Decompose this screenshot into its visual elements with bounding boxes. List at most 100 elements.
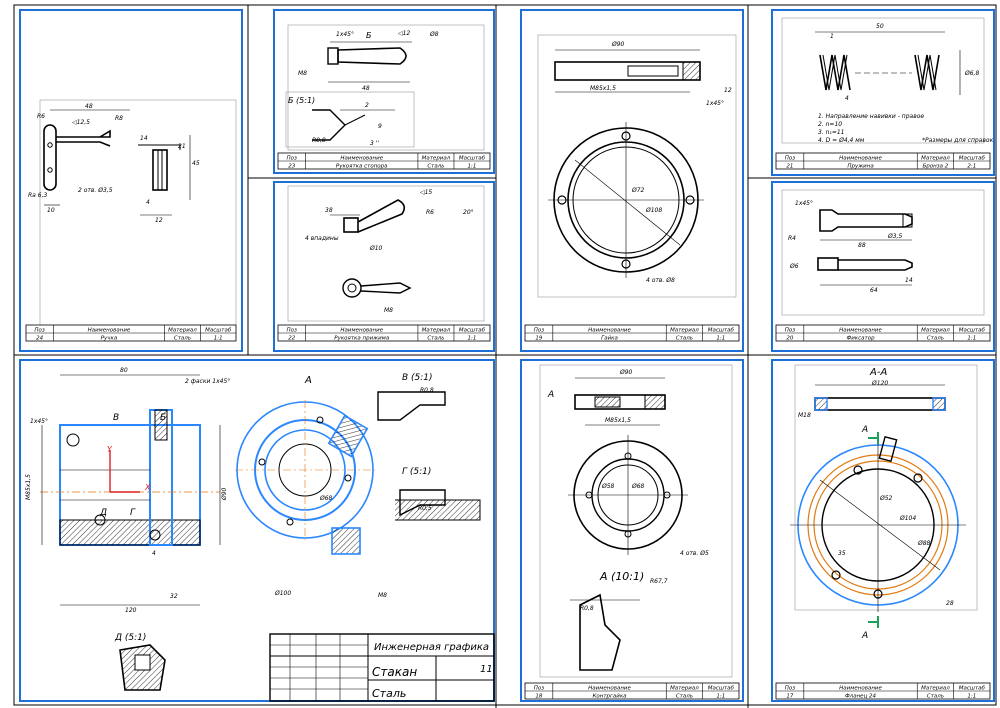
stamp-header-scale: Масштаб: [959, 328, 986, 334]
stamp-value-scale: 1:1: [716, 694, 725, 700]
dim-d9: 9: [378, 123, 382, 130]
dim-s4: 21: [178, 143, 186, 150]
label-d: Д: [99, 508, 107, 518]
stamp-header-name: Наименование: [88, 328, 131, 334]
dim-len: 80: [120, 367, 128, 374]
dim-len: 50: [876, 23, 884, 30]
flanets-labels: A-A Ø120 M18 A A Ø104 Ø88 Ø52 35 28: [798, 367, 954, 641]
dim-holes: 2 отв. Ø3,5: [78, 187, 113, 194]
panel-ruchka: [39, 99, 237, 331]
stamp-ruchka: Поз24НаименованиеРучкаМатериалСтальМасшт…: [25, 324, 237, 342]
dim-r: R0,8: [580, 605, 594, 612]
dim-d3: 14: [905, 277, 913, 284]
dim-chamfer2: 2 фаски 1х45°: [185, 378, 230, 385]
stamp-header-material: Материал: [670, 328, 699, 334]
stamp-header-material: Материал: [422, 328, 451, 334]
note-ref: *Размеры для справок: [922, 137, 994, 144]
dim-deg: 20°: [463, 209, 474, 216]
dim-d2: Ø6: [789, 263, 799, 270]
stamp-kontrgaika: Поз18НаименованиеКонтргайкаМатериалСталь…: [524, 682, 740, 700]
label-view-b: В (5:1): [402, 373, 433, 383]
dim-angle: ◁12: [398, 30, 410, 37]
stamp-value-material: Сталь: [676, 336, 693, 342]
frame-flanets: [771, 359, 995, 702]
stamp-value-pos: 17: [786, 694, 793, 700]
sheet-frame: [13, 4, 997, 708]
stamp-value-scale: 1:1: [716, 336, 725, 342]
stamp-value-material: Сталь: [174, 336, 191, 342]
label-b: Б: [160, 413, 166, 423]
dim-holes: 4 отв. Ø5: [680, 550, 709, 557]
gaika-labels: Ø90 M85х1,5 Ø72 Ø108 4 отв. Ø8 1х45° 12: [590, 41, 732, 284]
dim-r6: R6: [426, 209, 434, 216]
dim-m8: M8: [384, 307, 393, 314]
stamp-header-pos: Поз: [785, 328, 796, 334]
dim-s2: 45: [192, 160, 200, 167]
note-2: 2. n=10: [818, 121, 842, 128]
dim-r6: R6: [37, 113, 45, 120]
panel-kontrgaika: [539, 364, 733, 678]
label-a: A: [547, 390, 554, 400]
dim-d1: 38: [325, 207, 333, 214]
dim-n1: 1: [830, 33, 834, 40]
dim-d90: Ø90: [221, 487, 228, 501]
label-view-a: A: [304, 375, 312, 386]
dim-len2: 64: [870, 287, 878, 294]
fiksator-labels: 1х45° R4 88 64 Ø3,5 Ø6 14: [788, 200, 913, 294]
dim-len: 48: [85, 103, 93, 110]
stamp-header-pos: Поз: [785, 686, 796, 692]
label-view-g: Г (5:1): [402, 467, 431, 477]
stamp-value-pos: 23: [288, 164, 295, 170]
frame-ruchka: [19, 9, 243, 352]
stamp-header-name: Наименование: [340, 156, 383, 162]
dim-len2: 120: [125, 607, 137, 614]
dim-d3: R67,7: [650, 578, 668, 585]
dim-m: M85х1,5: [605, 417, 631, 424]
panel-pruzhina: [781, 17, 985, 144]
stamp-value-name: Фиксатор: [846, 336, 875, 342]
dim-d90: Ø90: [619, 369, 633, 376]
dim-d1: Ø58: [601, 483, 615, 490]
title-sheet: 11: [480, 664, 493, 675]
label-view-b: Б: [366, 31, 372, 40]
stamp-header-pos: Поз: [534, 328, 545, 334]
axis-x: X: [144, 483, 151, 492]
pruzhina-labels: 50 Ø6,8 1 4 1. Направление навивки - пра…: [818, 23, 994, 144]
stamp-value-scale: 1:1: [967, 694, 976, 700]
label-g: Г: [130, 508, 136, 518]
stamp-header-pos: Поз: [287, 156, 298, 162]
note-3: 3. n₁=11: [818, 129, 845, 136]
dim-angle: ◁12,5: [72, 119, 90, 126]
ruchka-labels: 48 R6 R8 ◁12,5 2 отв. Ø3,5 Ra 6,3 10 45 …: [28, 103, 200, 224]
frame-kontrgaika: [520, 359, 744, 702]
stamp-value-material: Бронза 2: [923, 164, 949, 170]
dim-d1: Ø104: [899, 515, 916, 522]
stamp-header-material: Материал: [921, 686, 950, 692]
panel-flanets: [790, 364, 978, 628]
stamp-header-pos: Поз: [785, 156, 796, 162]
stamp-value-scale: 1:1: [468, 164, 477, 170]
dim-m: M18: [798, 412, 811, 419]
stamp-value-pos: 19: [535, 336, 542, 342]
stamp-header-name: Наименование: [839, 686, 882, 692]
dim-r: 28: [946, 600, 954, 607]
kontrgaika-labels: A A (10:1) Ø90 M85х1,5 4 отв. Ø5 Ø58 Ø68…: [547, 369, 709, 612]
dim-d: Ø120: [871, 380, 888, 387]
frame-gaika: [520, 9, 744, 352]
stamp-value-pos: 18: [535, 694, 542, 700]
dim-t: 1х45°: [706, 100, 724, 107]
rukoyatka-prizhima-labels: ◁15 R6 20° Ø10 M8 38 4 впадины: [305, 189, 474, 314]
label-v: В: [113, 413, 119, 423]
stamp-header-scale: Масштаб: [708, 328, 735, 334]
dim-d: Ø6,8: [964, 70, 979, 77]
dim-32: 32: [170, 593, 178, 600]
dim-d90: Ø90: [611, 41, 625, 48]
dim-d2: Ø108: [645, 207, 662, 214]
dim-m8: M8: [298, 70, 307, 77]
stamp-header-material: Материал: [168, 328, 197, 334]
dim-r8: Ø8: [429, 31, 439, 38]
dim-n4: 4: [845, 95, 849, 102]
